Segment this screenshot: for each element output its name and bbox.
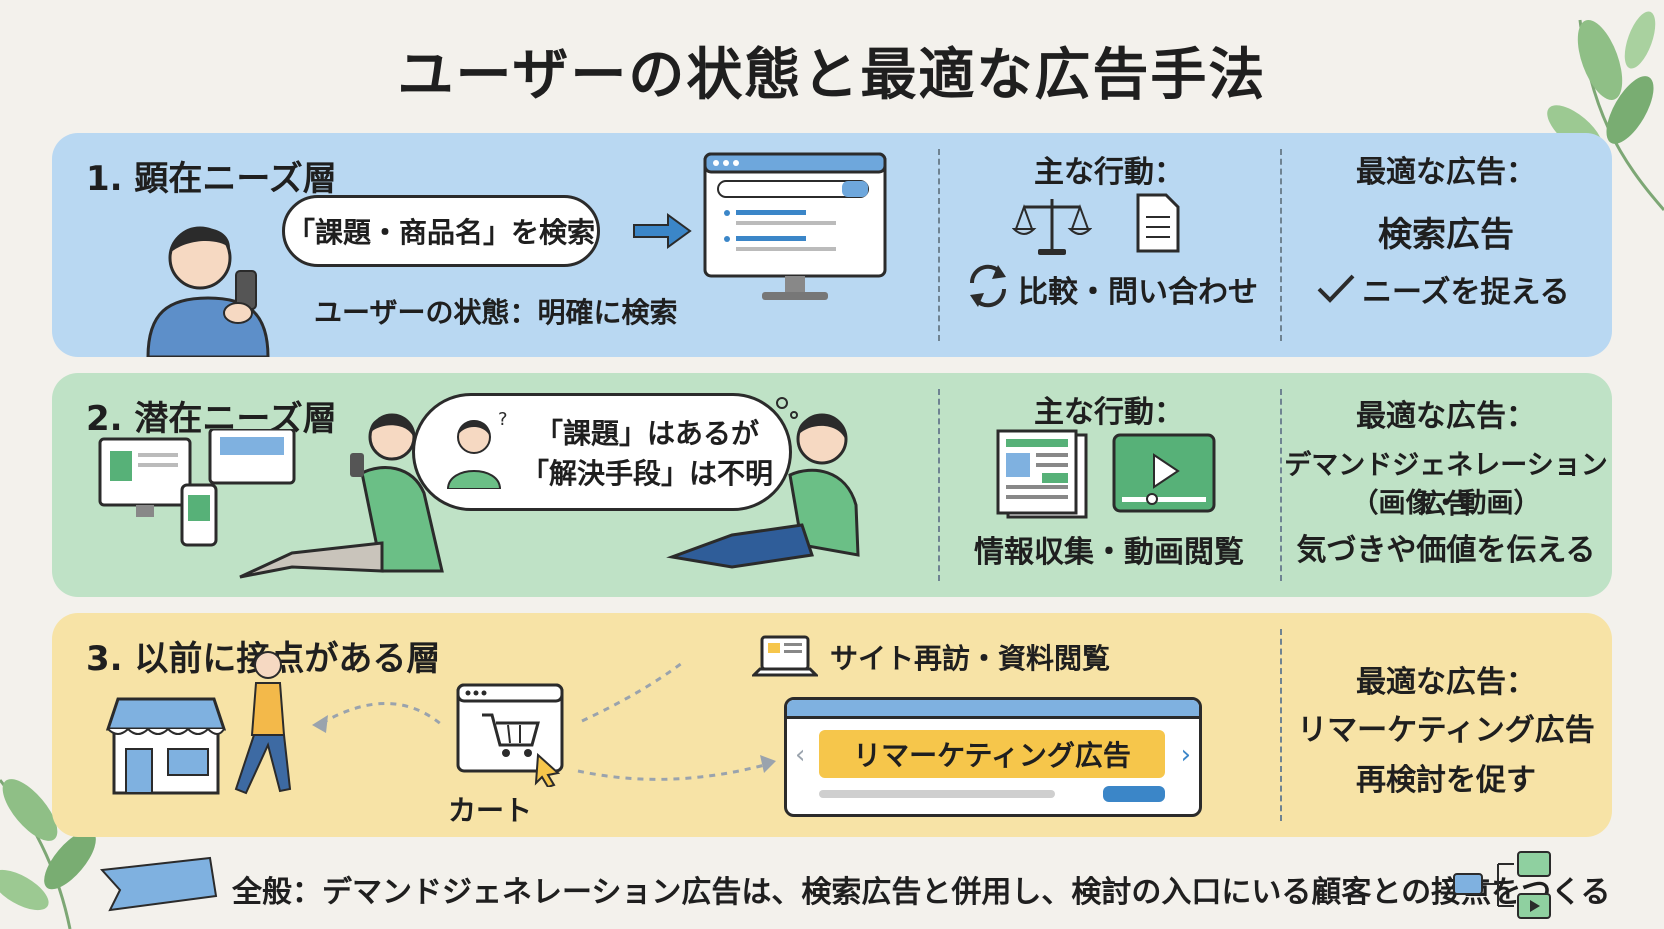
thinking-person-small-icon: ?	[446, 409, 508, 489]
window-bar	[787, 700, 1199, 719]
ad-heading: 最適な広告：	[1356, 399, 1536, 434]
ad-effect: ニーズを捉える	[1362, 275, 1570, 310]
flow-branch-icon	[1453, 851, 1551, 919]
devices-icon	[98, 429, 296, 547]
ad-effect: 気づきや価値を伝える	[1296, 533, 1596, 568]
bubble-line-2: 「解決手段」は不明	[520, 457, 773, 490]
page-title: ユーザーの状態と最適な広告手法	[397, 43, 1267, 108]
search-monitor-icon	[703, 152, 887, 300]
divider	[1280, 629, 1282, 821]
ad-heading: 最適な広告：	[1356, 155, 1536, 190]
document-icon	[1136, 193, 1180, 253]
user-phone-icon	[146, 226, 270, 357]
arrow-right-icon	[633, 213, 692, 249]
scale-icon	[1012, 199, 1092, 255]
section-latent-needs: 2. 潜在ニーズ層 「課題」はあるが 「解決手段」は不明 ? 主な行	[52, 373, 1612, 597]
section-explicit-needs: 1. 顕在ニーズ層 「課題・商品名」を検索 ユーザーの状態：明確に検索 主な行動…	[52, 133, 1612, 357]
text-placeholder	[819, 790, 1055, 798]
cart-label: カート	[448, 794, 533, 827]
search-speech-bubble: 「課題・商品名」を検索	[282, 195, 600, 267]
ad-effect: 再検討を促す	[1356, 763, 1536, 798]
remarketing-banner-window: ‹ › リマーケティング広告	[784, 697, 1202, 817]
newspaper-icon	[996, 429, 1088, 519]
leaf-decoration-bottom-left	[0, 779, 96, 929]
ad-name: リマーケティング広告	[1297, 713, 1595, 748]
check-icon	[1317, 274, 1355, 303]
ad-sub: （画像・動画）	[1351, 488, 1541, 519]
user-state-text: ユーザーの状態：明確に検索	[314, 296, 678, 329]
section-title: 1. 顕在ニーズ層	[86, 159, 337, 199]
chevron-right-icon[interactable]: ›	[1180, 740, 1191, 770]
flow-arrows	[312, 661, 776, 781]
divider	[938, 149, 940, 341]
divider	[938, 389, 940, 581]
ad-name: 検索広告	[1378, 215, 1514, 255]
divider	[1280, 389, 1282, 581]
bubble-line-1: 「課題」はあるが	[534, 417, 759, 450]
ad-heading: 最適な広告：	[1356, 665, 1536, 700]
cart-icon[interactable]	[456, 683, 568, 787]
divider	[1280, 149, 1282, 341]
ribbon-icon	[100, 856, 218, 912]
ad-name: デマンドジェネレーション広告	[1284, 450, 1608, 520]
reclining-woman-icon	[239, 413, 444, 579]
thinking-person-icon	[666, 397, 860, 569]
walking-person-icon	[234, 651, 292, 795]
action-text: 情報収集・動画閲覧	[974, 535, 1244, 570]
store-icon	[106, 697, 226, 795]
video-player-icon	[1112, 433, 1216, 513]
action-heading: 主な行動：	[1034, 155, 1184, 190]
action-heading: 主な行動：	[1034, 395, 1184, 430]
section-previous-contact: 3. 以前に接点がある層 カート サイト再訪・資料閲覧	[52, 613, 1612, 837]
revisit-text: サイト再訪・資料閲覧	[830, 642, 1111, 675]
laptop-icon	[752, 635, 818, 677]
chevron-left-icon[interactable]: ‹	[795, 740, 806, 770]
svg-text:?: ?	[498, 409, 508, 430]
footer-summary: 全般：デマンドジェネレーション広告は、検索広告と併用し、検討の入口にいる顧客との…	[232, 875, 1611, 910]
remarketing-ad-bar[interactable]: リマーケティング広告	[819, 730, 1165, 778]
cta-button[interactable]	[1103, 786, 1165, 802]
action-text: 比較・問い合わせ	[1018, 275, 1258, 310]
refresh-icon	[969, 264, 1007, 308]
